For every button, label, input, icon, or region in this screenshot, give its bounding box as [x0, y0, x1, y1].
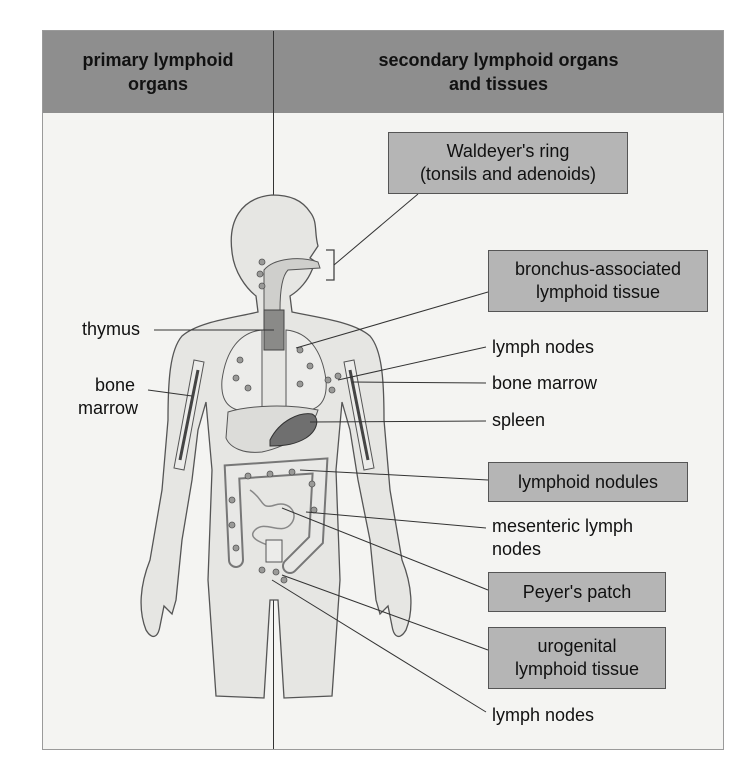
mesenteric-lymph-nodes-label: mesenteric lymph nodes: [492, 515, 633, 561]
bone-marrow-left-line-1: bone: [92, 374, 138, 397]
lymph-nodes-lower-label: lymph nodes: [492, 704, 594, 727]
bronchus-line-2: lymphoid tissue: [536, 281, 660, 304]
urogenital-line-2: lymphoid tissue: [515, 658, 639, 681]
waldeyer-bracket: [326, 250, 334, 280]
thymus-label: thymus: [82, 318, 140, 341]
waldeyers-ring-box: Waldeyer's ring (tonsils and adenoids): [388, 132, 628, 194]
bone-marrow-right-label: bone marrow: [492, 372, 597, 395]
peyers-patch-box: Peyer's patch: [488, 572, 666, 612]
lymphoid-nodules-text: lymphoid nodules: [518, 471, 658, 494]
spleen-label: spleen: [492, 409, 545, 432]
lymphoid-nodules-box: lymphoid nodules: [488, 462, 688, 502]
waldeyers-ring-line-2: (tonsils and adenoids): [420, 163, 596, 186]
peyers-patch-text: Peyer's patch: [523, 581, 632, 604]
bone-marrow-left-label: bone marrow: [92, 374, 138, 420]
bone-marrow-left-line-2: marrow: [78, 397, 138, 420]
bronchus-associated-box: bronchus-associated lymphoid tissue: [488, 250, 708, 312]
mesenteric-line-2: nodes: [492, 538, 633, 561]
bronchus-line-1: bronchus-associated: [515, 258, 681, 281]
urogenital-line-1: urogenital: [537, 635, 616, 658]
waldeyers-ring-line-1: Waldeyer's ring: [447, 140, 570, 163]
urogenital-box: urogenital lymphoid tissue: [488, 627, 666, 689]
lymph-nodes-upper-label: lymph nodes: [492, 336, 594, 359]
bladder: [266, 540, 282, 562]
mesenteric-line-1: mesenteric lymph: [492, 515, 633, 538]
